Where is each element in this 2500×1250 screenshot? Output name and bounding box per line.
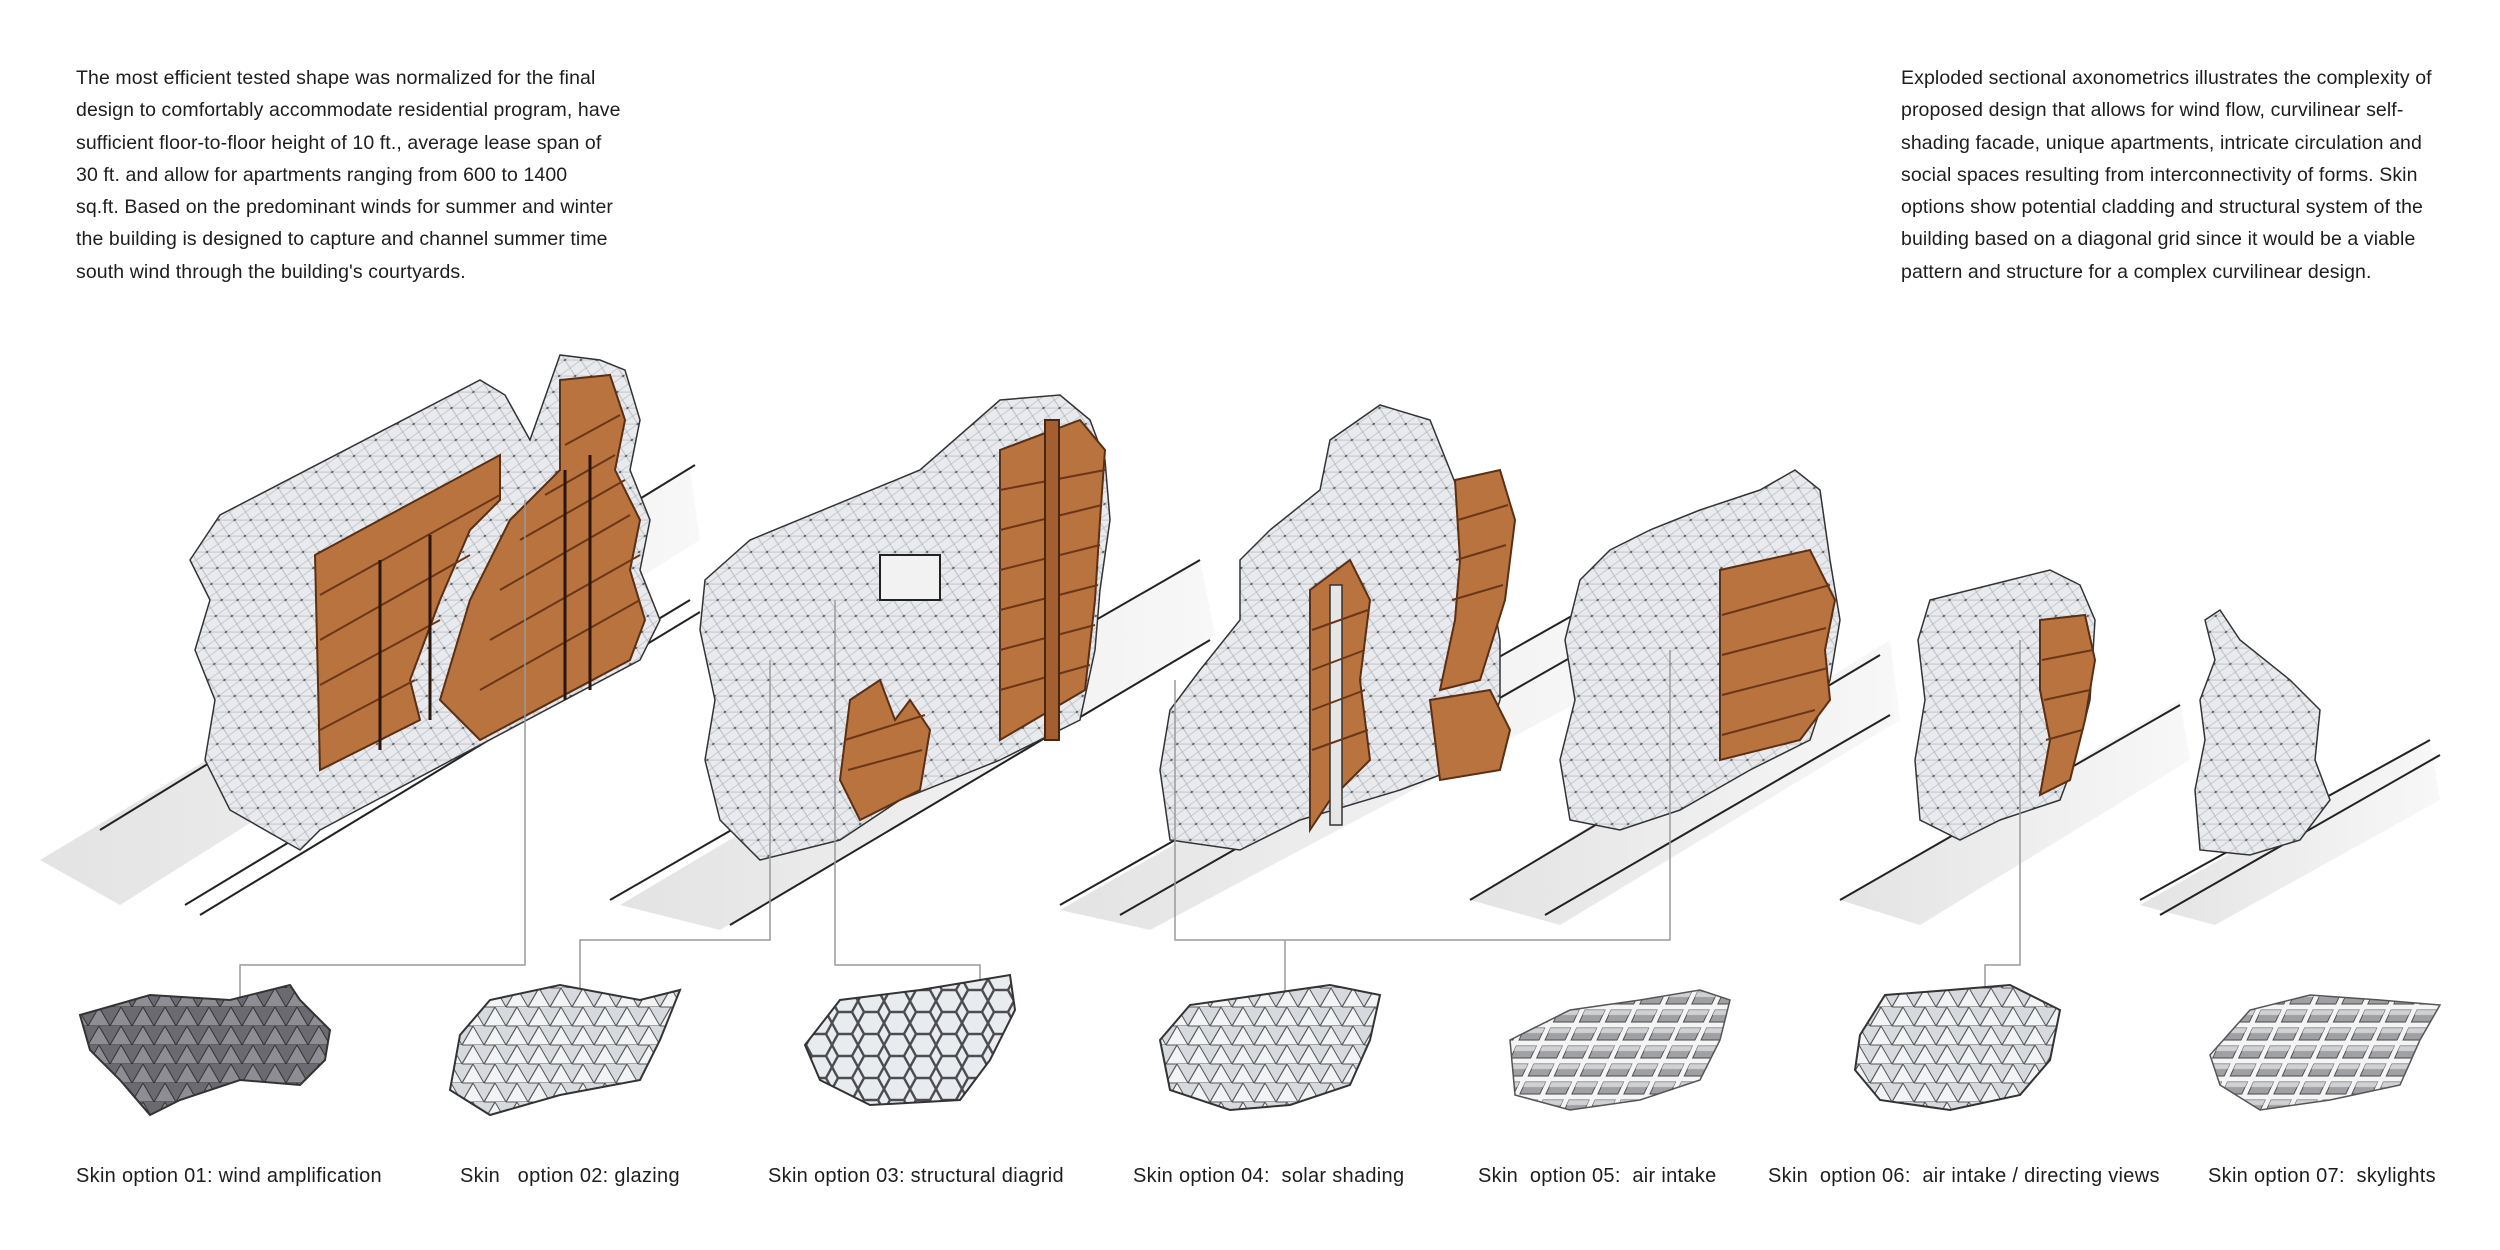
skin-option-04-caption: Skin option 04: solar shading <box>1133 1165 1405 1187</box>
intro-line: building based on a diagonal grid since … <box>1901 228 2416 251</box>
intro-line: design to comfortably accommodate reside… <box>76 99 621 122</box>
intro-line: south wind through the building's courty… <box>76 260 466 283</box>
intro-line: Exploded sectional axonometrics illustra… <box>1901 67 2432 89</box>
intro-paragraph-right: Exploded sectional axonometrics illustra… <box>1901 62 2461 288</box>
building-section-6 <box>2194 608 2331 856</box>
building-section-5 <box>1914 569 2097 841</box>
skin-option-05-caption: Skin option 05: air intake <box>1478 1165 1717 1187</box>
skin-option-02-swatch <box>448 983 682 1117</box>
skin-option-07-swatch <box>2209 994 2442 1111</box>
building-section-2 <box>699 394 1111 861</box>
skin-option-05-swatch <box>1509 989 1731 1111</box>
skin-option-06-swatch <box>1853 983 2062 1112</box>
intro-line: pattern and structure for a complex curv… <box>1901 260 2372 283</box>
skin-option-07-caption: Skin option 07: skylights <box>2208 1165 2436 1187</box>
skin-option-06-caption: Skin option 06: air intake / directing v… <box>1768 1165 2160 1187</box>
skin-option-03-caption: Skin option 03: structural diagrid <box>768 1165 1064 1187</box>
building-section-1 <box>189 354 661 851</box>
intro-line: the building is designed to capture and … <box>76 228 608 251</box>
skin-option-01-caption: Skin option 01: wind amplification <box>76 1165 382 1187</box>
intro-line: sq.ft. Based on the predominant winds fo… <box>76 196 613 219</box>
leader-lines <box>239 500 2021 1010</box>
intro-line: sufficient floor-to-floor height of 10 f… <box>76 131 602 154</box>
intro-paragraph-left: The most efficient tested shape was norm… <box>76 62 656 288</box>
intro-line: options show potential cladding and stru… <box>1901 196 2423 219</box>
building-section-3 <box>1159 404 1517 851</box>
skin-option-03-swatch <box>803 973 1017 1107</box>
skin-option-02-caption: Skin option 02: glazing <box>460 1165 680 1187</box>
intro-line: 30 ft. and allow for apartments ranging … <box>76 163 568 186</box>
skin-option-04-swatch <box>1158 983 1382 1112</box>
intro-line: shading facade, unique apartments, intri… <box>1901 131 2422 154</box>
skin-option-01-swatch <box>78 983 332 1117</box>
building-section-4 <box>1559 469 1841 831</box>
intro-line: social spaces resulting from interconnec… <box>1901 163 2418 186</box>
intro-line: The most efficient tested shape was norm… <box>76 67 596 89</box>
intro-line: proposed design that allows for wind flo… <box>1901 99 2404 122</box>
